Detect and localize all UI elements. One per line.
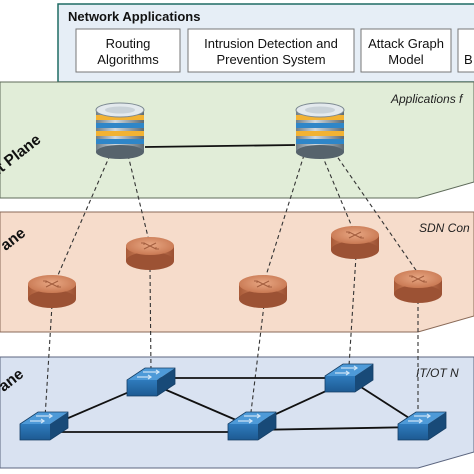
link-server1-server2 <box>144 144 296 148</box>
app-box-attack-graph-line1: Attack Graph <box>368 36 444 51</box>
app-box-attack-graph-line2: Model <box>388 52 424 67</box>
data-plane-surface <box>0 356 474 469</box>
router-icon <box>238 274 288 309</box>
data-plane: IT/OT N ane <box>0 356 474 469</box>
link-switch3-switch5 <box>249 426 421 431</box>
inter-layer-links <box>44 151 421 419</box>
app-box-ids-line1: Intrusion Detection and <box>204 36 338 51</box>
app-box-partial-line1: B <box>464 52 473 67</box>
app-box-routing-line2: Algorithms <box>97 52 159 67</box>
network-applications-panel: Network Applications Routing Algorithms … <box>57 3 474 83</box>
link-server1-router2 <box>127 154 151 246</box>
router-icon <box>393 269 443 304</box>
database-server-icon <box>95 102 145 160</box>
router-icon <box>27 274 77 309</box>
app-box-ids-line2: Prevention System <box>216 52 325 67</box>
app-box-ids: Intrusion Detection and Prevention Syste… <box>187 28 355 73</box>
database-server-icon <box>295 102 345 160</box>
router-icon <box>125 236 175 271</box>
app-box-attack-graph: Attack Graph Model <box>360 28 452 73</box>
data-plane-caption: IT/OT N <box>416 366 459 380</box>
router-icon <box>330 225 380 260</box>
link-server2-router4 <box>321 154 356 235</box>
link-server2-router3 <box>263 154 305 283</box>
link-router4-switch4 <box>348 255 357 367</box>
link-router2-switch2 <box>149 267 152 373</box>
link-router1-switch1 <box>44 304 53 419</box>
management-plane: Applications f nt Plane <box>0 81 474 199</box>
control-plane: SDN Con ane <box>0 211 474 333</box>
control-plane-surface <box>0 211 474 333</box>
app-panel-title: Network Applications <box>68 9 200 24</box>
link-switch2-switch3 <box>149 382 251 427</box>
control-plane-caption: SDN Con <box>419 221 470 235</box>
link-router3-switch3 <box>250 304 265 413</box>
management-plane-caption: Applications f <box>390 92 464 106</box>
app-box-partial: B <box>457 28 474 73</box>
app-box-routing-line1: Routing <box>106 36 151 51</box>
link-server1-router1 <box>54 154 111 283</box>
app-box-routing: Routing Algorithms <box>75 28 181 73</box>
